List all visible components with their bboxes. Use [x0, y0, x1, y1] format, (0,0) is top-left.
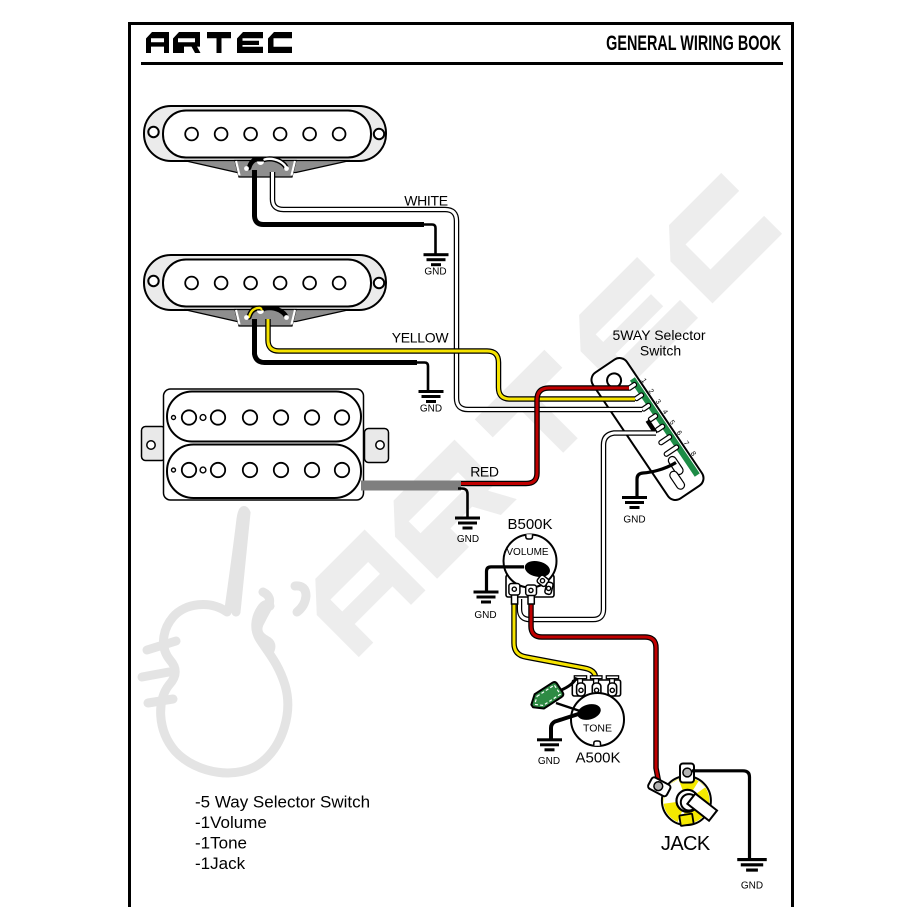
svg-text:GND: GND [474, 610, 496, 621]
svg-text:GND: GND [741, 881, 763, 892]
svg-text:-1Jack: -1Jack [195, 854, 246, 873]
svg-text:7: 7 [682, 440, 690, 447]
svg-text:TONE: TONE [583, 723, 612, 735]
svg-text:-5 Way Selector Switch: -5 Way Selector Switch [195, 793, 370, 812]
svg-text:Switch: Switch [640, 343, 681, 359]
svg-text:YELLOW: YELLOW [392, 329, 450, 345]
svg-text:6: 6 [675, 430, 683, 437]
svg-text:8: 8 [689, 450, 697, 457]
svg-text:-1Tone: -1Tone [195, 834, 247, 853]
svg-text:B500K: B500K [507, 516, 552, 533]
svg-text:VOLUME: VOLUME [506, 547, 549, 558]
svg-text:WHITE: WHITE [404, 193, 448, 209]
svg-text:GND: GND [420, 404, 442, 415]
svg-text:GENERAL WIRING BOOK: GENERAL WIRING BOOK [606, 30, 781, 55]
svg-text:RED: RED [470, 464, 499, 480]
svg-text:JACK: JACK [661, 833, 711, 855]
svg-text:5WAY Selector: 5WAY Selector [612, 327, 705, 343]
svg-text:4: 4 [661, 409, 669, 416]
svg-text:3: 3 [654, 398, 662, 405]
svg-text:GND: GND [424, 267, 446, 278]
svg-text:5: 5 [668, 419, 676, 426]
svg-text:GND: GND [538, 756, 560, 767]
svg-text:-1Volume: -1Volume [195, 813, 267, 832]
svg-text:GND: GND [457, 534, 479, 545]
svg-text:1: 1 [639, 378, 647, 385]
svg-text:2: 2 [647, 388, 655, 395]
svg-text:GND: GND [623, 515, 645, 526]
svg-text:A500K: A500K [575, 750, 620, 767]
